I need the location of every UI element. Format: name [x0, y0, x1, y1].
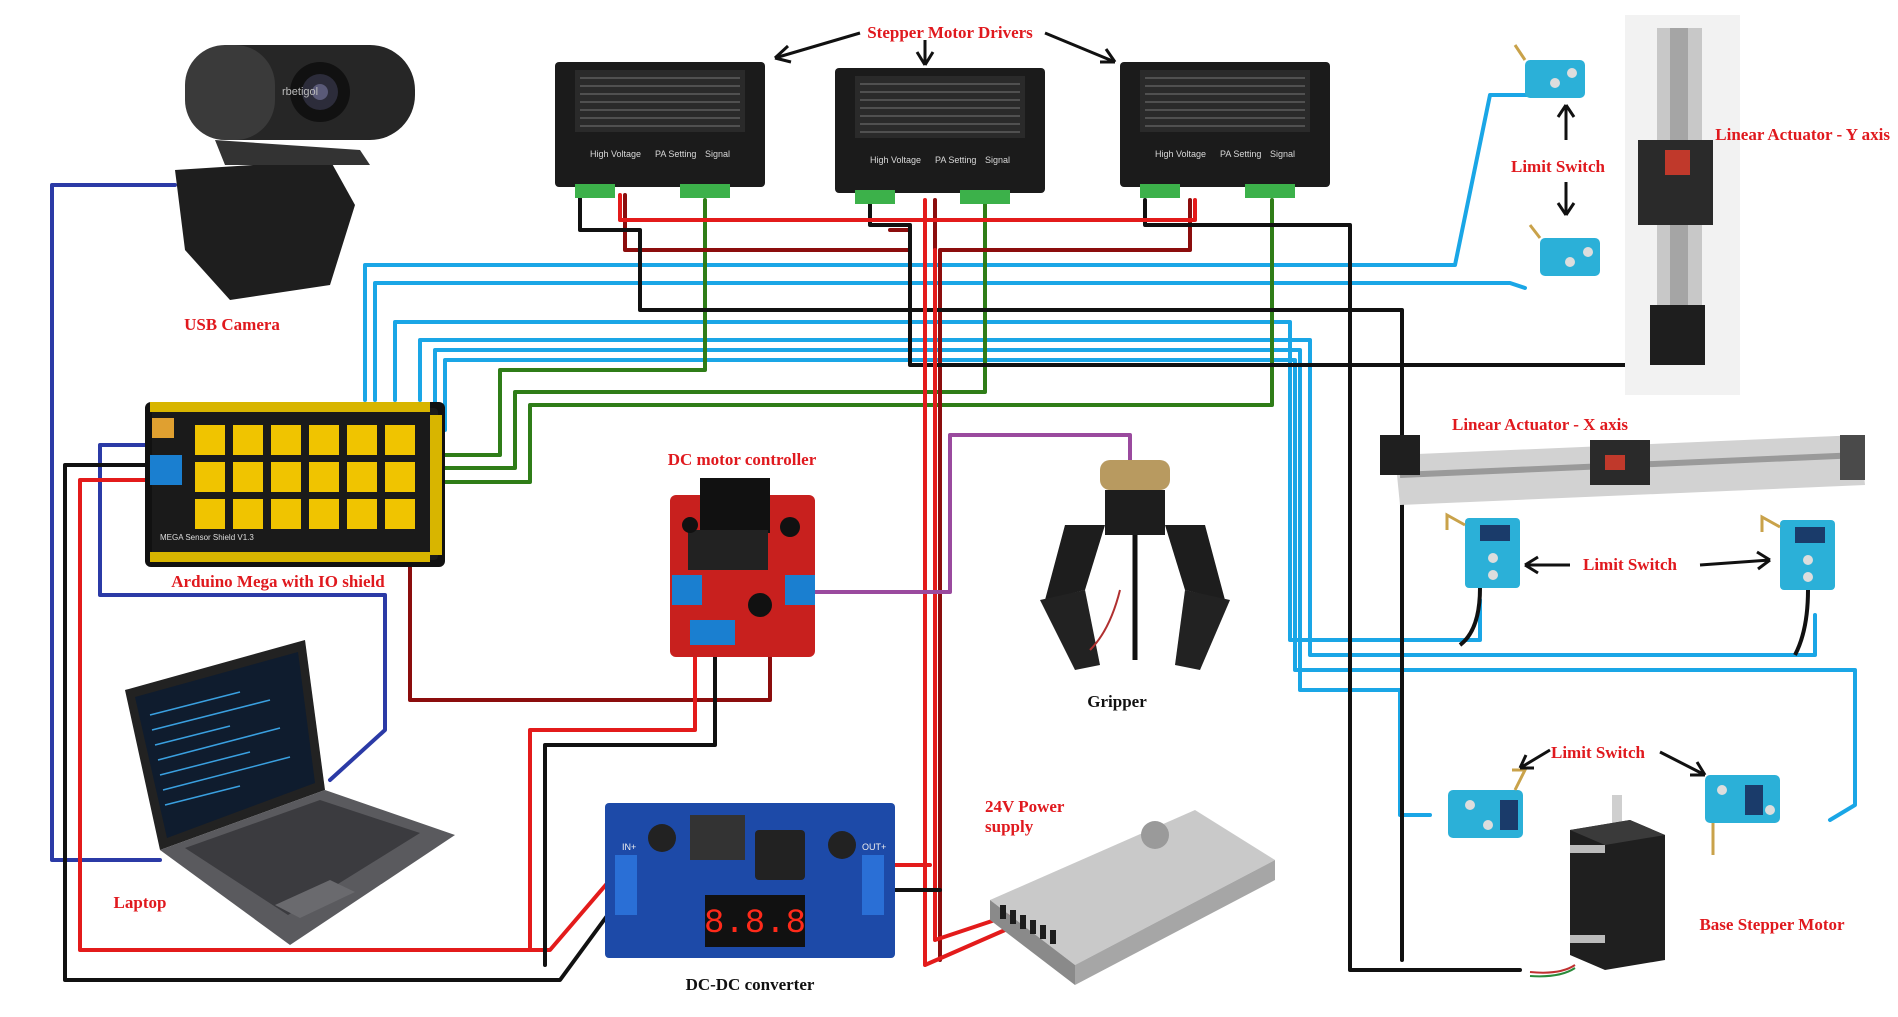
driver-section-high-voltage: High Voltage — [1155, 149, 1206, 159]
dc-motor-controller — [670, 478, 815, 657]
header-blocks — [195, 425, 415, 529]
blue-wire-6 — [443, 358, 1857, 822]
arduino-label: Arduino Mega with IO shield — [171, 572, 385, 591]
camera-brand: rbetigol — [282, 86, 318, 98]
usb-wire-laptop — [98, 443, 387, 782]
limit-switch-y-label: Limit Switch — [1511, 157, 1606, 176]
linear-actuator-x — [1380, 435, 1865, 505]
dcdc-out-label: OUT+ — [862, 842, 886, 852]
arduino-black-power — [63, 463, 617, 982]
arrow-icon-limit-x — [1524, 550, 1771, 575]
driver-section-signal: Signal — [705, 149, 730, 159]
power-supply-label-2: supply — [985, 817, 1034, 836]
driver-section-high-voltage: High Voltage — [590, 149, 641, 159]
stepper-driver-3: High Voltage PA Setting Signal — [1120, 62, 1330, 198]
base-stepper-motor — [1529, 795, 1665, 978]
arrow-icon-limit-base — [1518, 748, 1707, 777]
driver-power-black-1 — [578, 193, 1404, 962]
driver-section-pa-setting: PA Setting — [1220, 149, 1261, 159]
arduino-mega-shield: MEGA Sensor Shield V1.3 — [145, 402, 445, 567]
blue-wire-1 — [363, 93, 1542, 402]
laptop-label: Laptop — [114, 893, 167, 912]
blue-wire-4 — [418, 338, 1817, 657]
limit-switch-base-left — [1448, 768, 1528, 838]
green-wire-2 — [438, 198, 987, 470]
driver-power-black-2 — [868, 198, 1642, 367]
red-bus-1 — [618, 193, 1197, 222]
green-wire-3 — [438, 198, 1274, 484]
linear-actuator-y-label: Linear Actuator - Y axis — [1715, 125, 1890, 144]
limit-switch-y-top — [1513, 44, 1585, 98]
usb-camera: rbetigol — [175, 45, 415, 300]
linear-actuator-y — [1625, 15, 1740, 395]
driver-section-signal: Signal — [985, 155, 1010, 165]
limit-switch-y-bottom — [1528, 224, 1600, 276]
limit-switch-base-right — [1705, 775, 1780, 855]
limit-switch-x-left — [1445, 512, 1520, 647]
laptop — [125, 640, 455, 945]
driver-section-pa-setting: PA Setting — [935, 155, 976, 165]
shield-name: MEGA Sensor Shield V1.3 — [160, 533, 254, 542]
power-supply — [990, 810, 1275, 985]
arrow-icon-drivers — [773, 31, 1117, 66]
arrow-icon-limit-y — [1556, 104, 1576, 216]
voltage-display: 8.8.8 — [704, 905, 806, 943]
arduino-red-power — [78, 478, 612, 952]
driver-section-signal: Signal — [1270, 149, 1295, 159]
gripper — [1040, 460, 1230, 670]
red-bus-2 — [923, 198, 1007, 967]
usb-camera-label: USB Camera — [184, 315, 280, 334]
base-stepper-motor-label: Base Stepper Motor — [1699, 915, 1845, 934]
driver-power-black-3 — [1143, 198, 1522, 972]
driver-section-pa-setting: PA Setting — [655, 149, 696, 159]
mc-black-to-dcdc — [543, 638, 717, 967]
dc-motor-controller-label: DC motor controller — [668, 450, 817, 469]
power-supply-label-1: 24V Power — [985, 797, 1065, 816]
limit-switch-x-label: Limit Switch — [1583, 555, 1678, 574]
mc-dred-to-arduino — [408, 558, 772, 702]
gripper-label: Gripper — [1087, 692, 1147, 711]
limit-switch-x-right — [1760, 514, 1835, 656]
mc-red-to-dcdc — [528, 638, 697, 952]
red-bus-3 — [933, 248, 1012, 942]
wires — [50, 93, 1857, 982]
blue-wire-2 — [373, 281, 1527, 402]
gripper-purple-wire — [808, 433, 1132, 594]
linear-actuator-x-label: Linear Actuator - X axis — [1452, 415, 1628, 434]
dcdc-in-label: IN+ — [622, 842, 636, 852]
dc-dc-converter: 8.8.8 IN+ OUT+ — [605, 803, 895, 958]
green-wire-1 — [438, 198, 707, 457]
stepper-driver-1: High Voltage PA Setting Signal — [555, 62, 765, 198]
dc-dc-converter-label: DC-DC converter — [686, 975, 815, 994]
driver-section-high-voltage: High Voltage — [870, 155, 921, 165]
blue-wire-3 — [393, 320, 1482, 642]
limit-switch-base-label: Limit Switch — [1551, 743, 1646, 762]
stepper-drivers-label: Stepper Motor Drivers — [867, 23, 1033, 42]
stepper-driver-2: High Voltage PA Setting Signal — [835, 68, 1045, 204]
usb-wire-camera — [50, 183, 177, 862]
